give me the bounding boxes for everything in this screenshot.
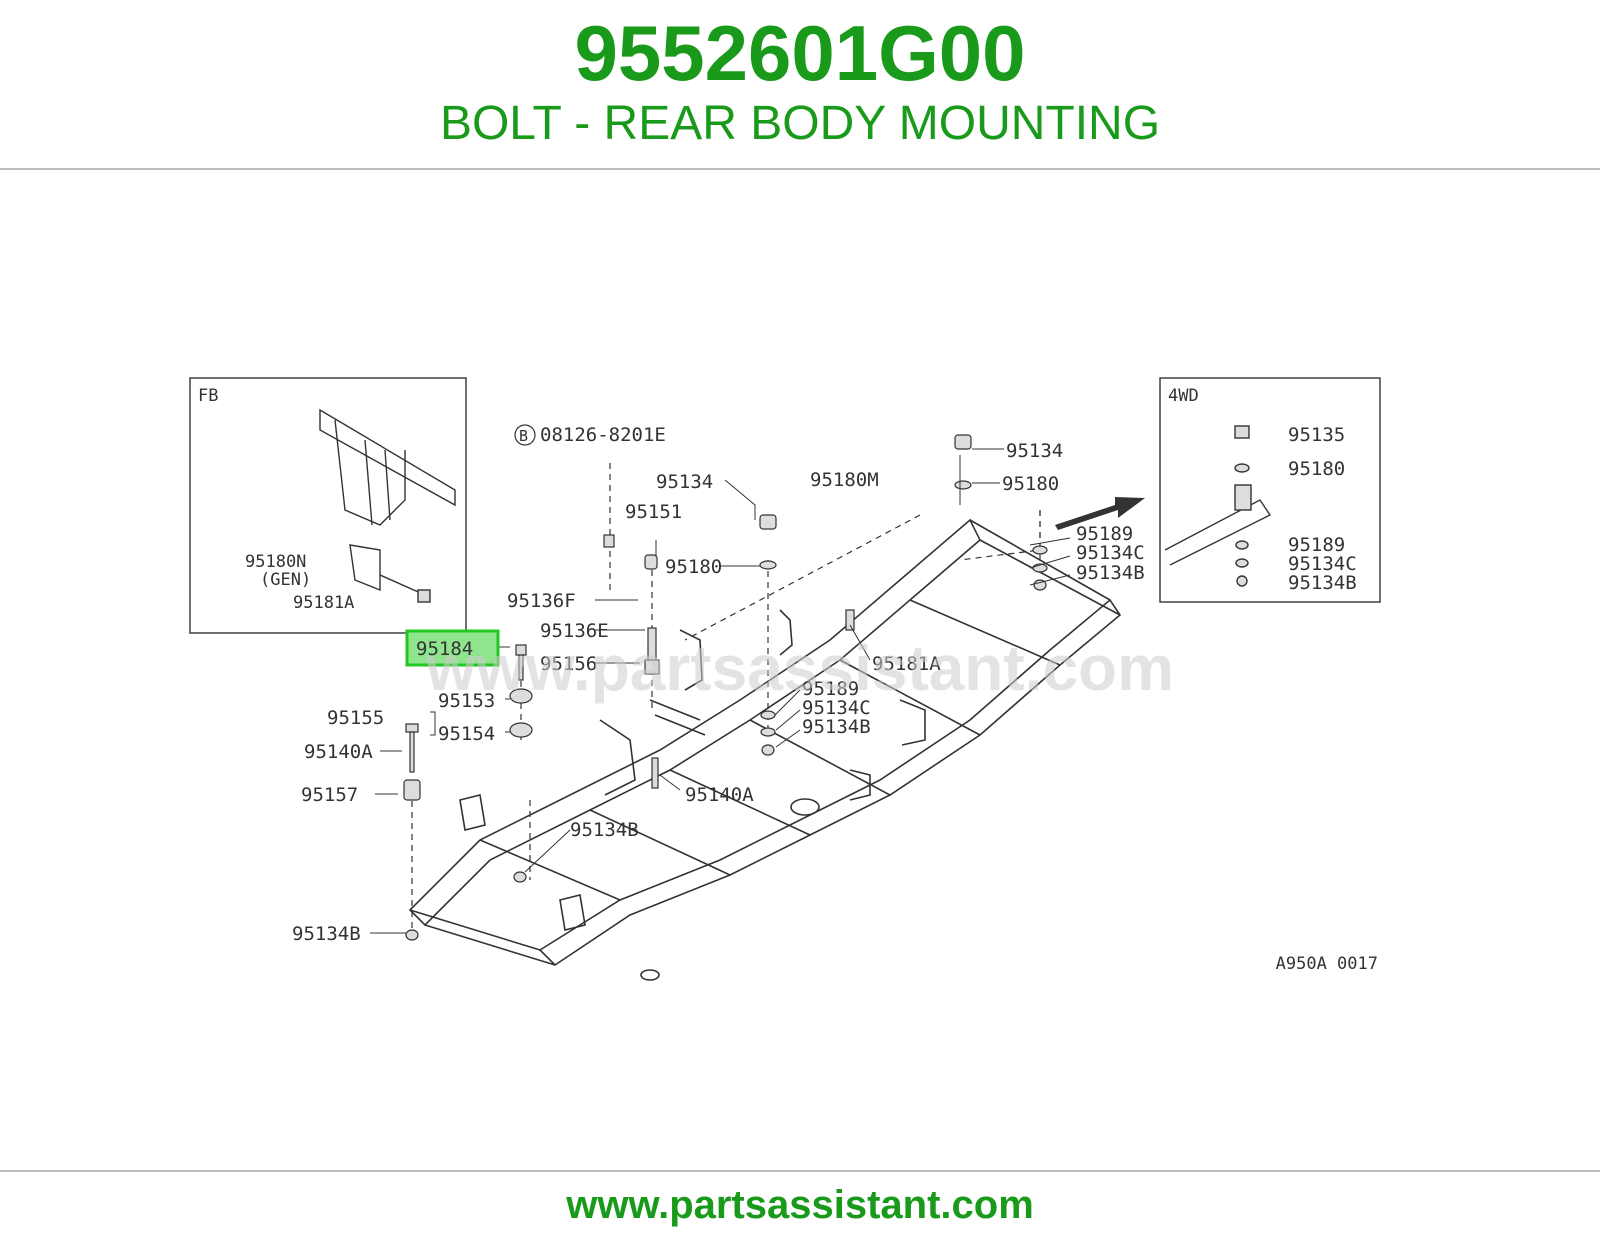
header-divider: [0, 168, 1600, 170]
label-95134b-right: 95134B: [1076, 562, 1145, 584]
inset-4wd-label-95134b: 95134B: [1288, 572, 1357, 594]
label-95157: 95157: [301, 784, 358, 806]
label-95151: 95151: [625, 501, 682, 523]
label-95155: 95155: [327, 707, 384, 729]
part-name-subtitle: BOLT - REAR BODY MOUNTING: [439, 97, 1161, 150]
label-95136f: 95136F: [507, 590, 576, 612]
label-95140a-left: 95140A: [304, 741, 373, 763]
parts-diagram: FB 95180N (GEN) 95181A 4WD 95135 95180 9…: [180, 340, 1420, 1010]
label-95180-mid: 95180: [665, 556, 722, 578]
label-95134c-mid: 95134C: [802, 697, 871, 719]
inset-fb-drawing: [319, 408, 456, 603]
inset-fb-title: FB: [198, 386, 218, 406]
inset-fb-label-95180n: 95180N: [245, 552, 306, 572]
bolt-ref-circle-icon: [514, 424, 536, 446]
label-95156: 95156: [540, 653, 597, 675]
figure-code: A950A 0017: [1276, 954, 1378, 974]
inset-4wd-drawing: [1164, 425, 1272, 587]
watermark-text: www.partsassistant.com: [425, 632, 1174, 704]
inset-4wd-label-95135: 95135: [1288, 424, 1345, 446]
page-header: 9552601G00 BOLT - REAR BODY MOUNTING: [0, 0, 1600, 168]
inset-fb-label-95181a: 95181A: [293, 593, 354, 613]
label-95180-right: 95180: [1002, 473, 1059, 495]
inset-4wd-box: [1159, 377, 1381, 603]
label-95184[interactable]: 95184: [416, 638, 473, 660]
label-95189-right: 95189: [1076, 523, 1133, 545]
footer-divider: [0, 1170, 1600, 1172]
footer-website-link[interactable]: www.partsassistant.com: [566, 1183, 1034, 1227]
label-95134-right: 95134: [1006, 440, 1063, 462]
inset-4wd-label-95189: 95189: [1288, 534, 1345, 556]
label-95153: 95153: [438, 690, 495, 712]
label-95136e: 95136E: [540, 620, 609, 642]
bolt-ref-marker: B: [519, 427, 528, 445]
label-95154: 95154: [438, 723, 495, 745]
highlight-95184-box[interactable]: [405, 629, 500, 667]
label-95181a-mid: 95181A: [872, 653, 941, 675]
part-glyphs: [403, 434, 1048, 941]
inset-4wd-title: 4WD: [1168, 386, 1199, 406]
label-95189-mid: 95189: [802, 678, 859, 700]
label-08126-8201e: 08126-8201E: [540, 424, 666, 446]
arrow-to-4wd-icon: [1055, 497, 1145, 530]
chassis-frame: [408, 518, 1122, 981]
inset-fb-label-gen: (GEN): [260, 570, 311, 590]
label-95134c-right: 95134C: [1076, 542, 1145, 564]
inset-4wd-label-95134c: 95134C: [1288, 553, 1357, 575]
label-95134-top: 95134: [656, 471, 713, 493]
label-95180m: 95180M: [810, 469, 879, 491]
label-95134b-lower: 95134B: [570, 819, 639, 841]
callout-labels: B 08126-8201E 95134 95180M 95134 95180 9…: [292, 424, 1145, 945]
part-number-title: 9552601G00: [574, 9, 1026, 97]
label-95134b-bottom: 95134B: [292, 923, 361, 945]
inset-4wd-label-95180: 95180: [1288, 458, 1345, 480]
label-95134b-mid: 95134B: [802, 716, 871, 738]
label-95140a-mid: 95140A: [685, 784, 754, 806]
